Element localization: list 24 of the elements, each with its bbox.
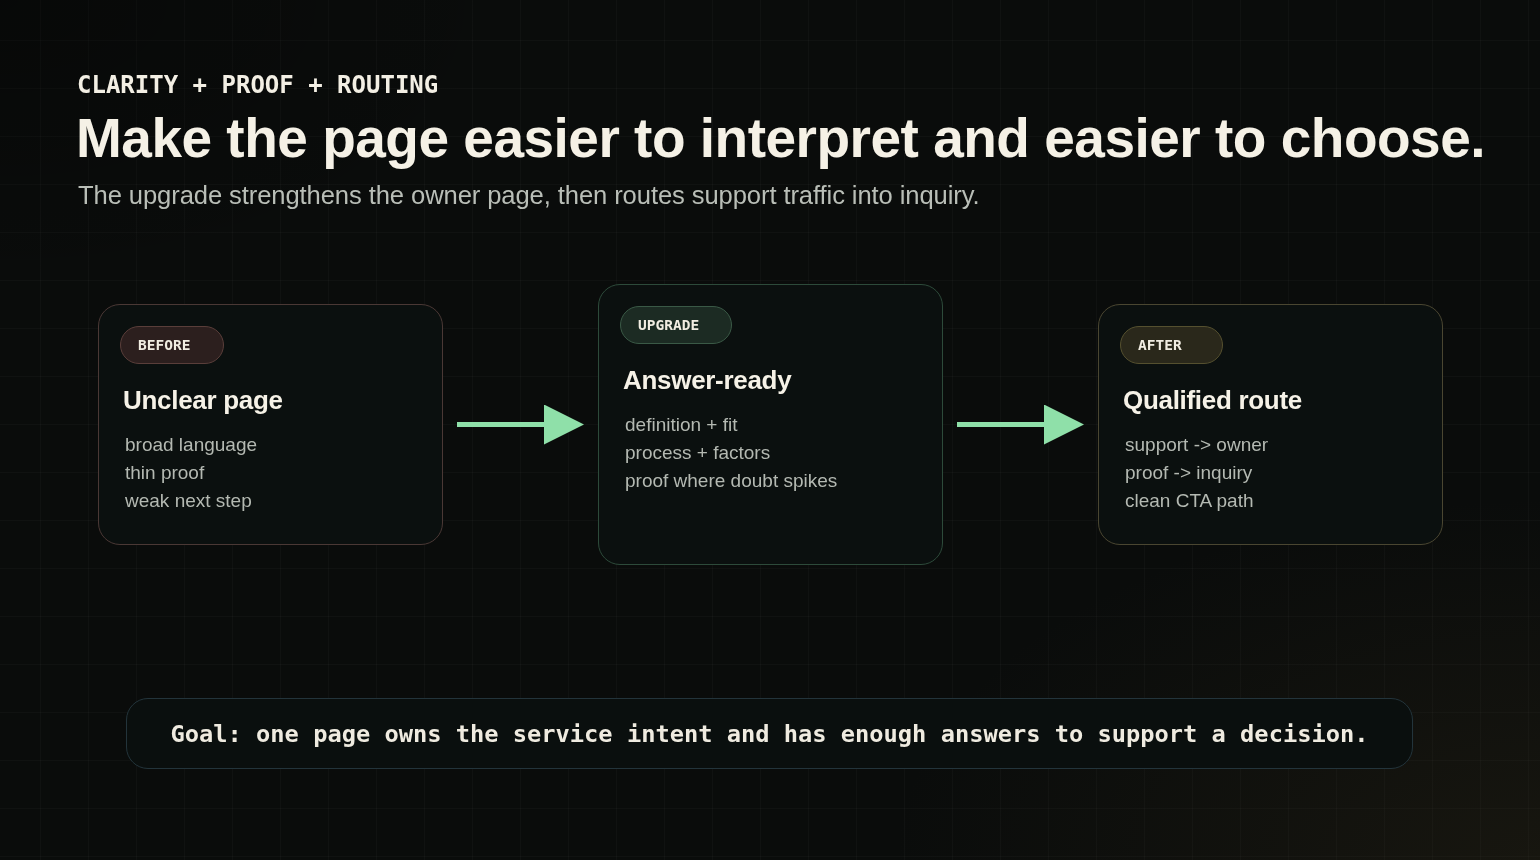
card-point: weak next step [125,489,253,513]
card-point: process + factors [625,441,772,465]
card-point: clean CTA path [1125,489,1255,513]
arrow [457,404,584,445]
card-point: proof -> inquiry [1125,461,1254,485]
eyebrow-text: CLARITY + PROOF + ROUTING [77,70,439,100]
card-heading: Unclear page [123,384,283,416]
subtitle-text: The upgrade strengthens the owner page, then routes support traffic into inquiry. [78,180,980,210]
card-point: thin proof [125,461,206,485]
card-point: definition + fit [625,413,739,437]
goal-banner: Goal: one page owns the service intent and has enough answers to support a decision. [126,698,1413,769]
stage-tag: UPGRADE [620,306,732,344]
card-heading: Answer-ready [623,364,792,396]
page-title: Make the page easier to interpret and easier to choose. [76,106,1486,170]
stage-tag: BEFORE [120,326,224,364]
stage-card [598,284,943,565]
stage-tag: AFTER [1120,326,1223,364]
card-point: support -> owner [1125,433,1269,457]
card-heading: Qualified route [1123,384,1302,416]
arrow [957,404,1084,445]
stage-card [1098,304,1443,545]
card-point: broad language [125,433,258,457]
card-point: proof where doubt spikes [625,469,838,493]
stage-card [98,304,443,545]
